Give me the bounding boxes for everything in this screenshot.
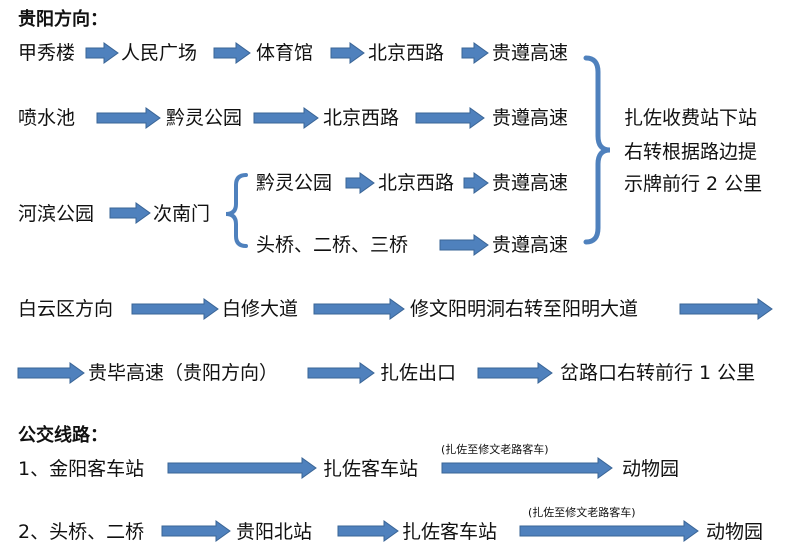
route-arrow [345, 172, 375, 194]
route-arrow [441, 457, 613, 479]
route-arrow [461, 42, 489, 64]
route-node: 北京西路 [378, 172, 455, 194]
route-node: 人民广场 [121, 42, 198, 64]
route-node: 白修大道 [222, 298, 299, 320]
route-node: 喷水池 [18, 107, 76, 129]
route-node: 贵阳北站 [236, 521, 313, 543]
route-node: 扎佐客车站 [323, 458, 419, 480]
route-arrow [17, 362, 85, 384]
route-arrow [213, 42, 251, 64]
route-node: 贵遵高速 [492, 234, 569, 256]
route-arrow [96, 107, 161, 129]
route-arrow [439, 234, 489, 256]
route-node: 体育馆 [256, 42, 314, 64]
route-arrow [679, 298, 773, 320]
result-text-line: 示牌前行 2 公里 [624, 173, 763, 195]
route-node: 贵遵高速 [492, 107, 569, 129]
route-arrow [85, 42, 119, 64]
route-node: 河滨公园 [18, 203, 95, 225]
route-node: 扎佐出口 [380, 362, 457, 384]
route-arrow [109, 202, 151, 224]
route-node: 黔灵公园 [256, 172, 333, 194]
result-text-line: 扎佐收费站下站 [624, 107, 758, 129]
route-node: 1、金阳客车站 [18, 458, 145, 480]
route-node: 白云区方向 [18, 298, 114, 320]
section-heading-guiyang: 贵阳方向： [18, 9, 108, 30]
section-heading-bus: 公交线路： [18, 425, 108, 446]
result-text-line: 右转根据路边提 [624, 141, 758, 163]
route-arrow [519, 520, 699, 542]
bus-note: (扎佐至修文老路客车) [441, 443, 549, 456]
route-arrow [477, 362, 553, 384]
route-arrow [313, 298, 405, 320]
route-node: 岔路口右转前行 1 公里 [560, 362, 756, 384]
route-node: 动物园 [622, 458, 680, 480]
route-arrow [131, 298, 219, 320]
route-arrow [307, 362, 375, 384]
route-node: 甲秀楼 [18, 42, 76, 64]
route-node: 贵遵高速 [492, 172, 569, 194]
route-node: 头桥、二桥、三桥 [256, 234, 409, 256]
route-node: 北京西路 [368, 42, 445, 64]
route-node: 次南门 [153, 203, 211, 225]
route-node: 贵毕高速（贵阳方向） [88, 362, 279, 384]
route-node: 黔灵公园 [166, 107, 243, 129]
route-node: 贵遵高速 [492, 42, 569, 64]
route-arrow [463, 172, 489, 194]
route-node: 扎佐客车站 [402, 521, 498, 543]
route-arrow [253, 107, 319, 129]
route-node: 修文阳明洞右转至阳明大道 [410, 298, 639, 320]
left-brace [225, 173, 248, 248]
route-node: 北京西路 [323, 107, 400, 129]
route-arrow [161, 520, 231, 542]
bus-note: (扎佐至修文老路客车) [528, 506, 636, 519]
right-brace [583, 55, 611, 245]
route-arrow [167, 457, 317, 479]
route-arrow [337, 520, 399, 542]
route-node: 动物园 [706, 521, 764, 543]
route-arrow [330, 42, 365, 64]
route-arrow [415, 107, 485, 129]
route-node: 2、头桥、二桥 [18, 521, 145, 543]
